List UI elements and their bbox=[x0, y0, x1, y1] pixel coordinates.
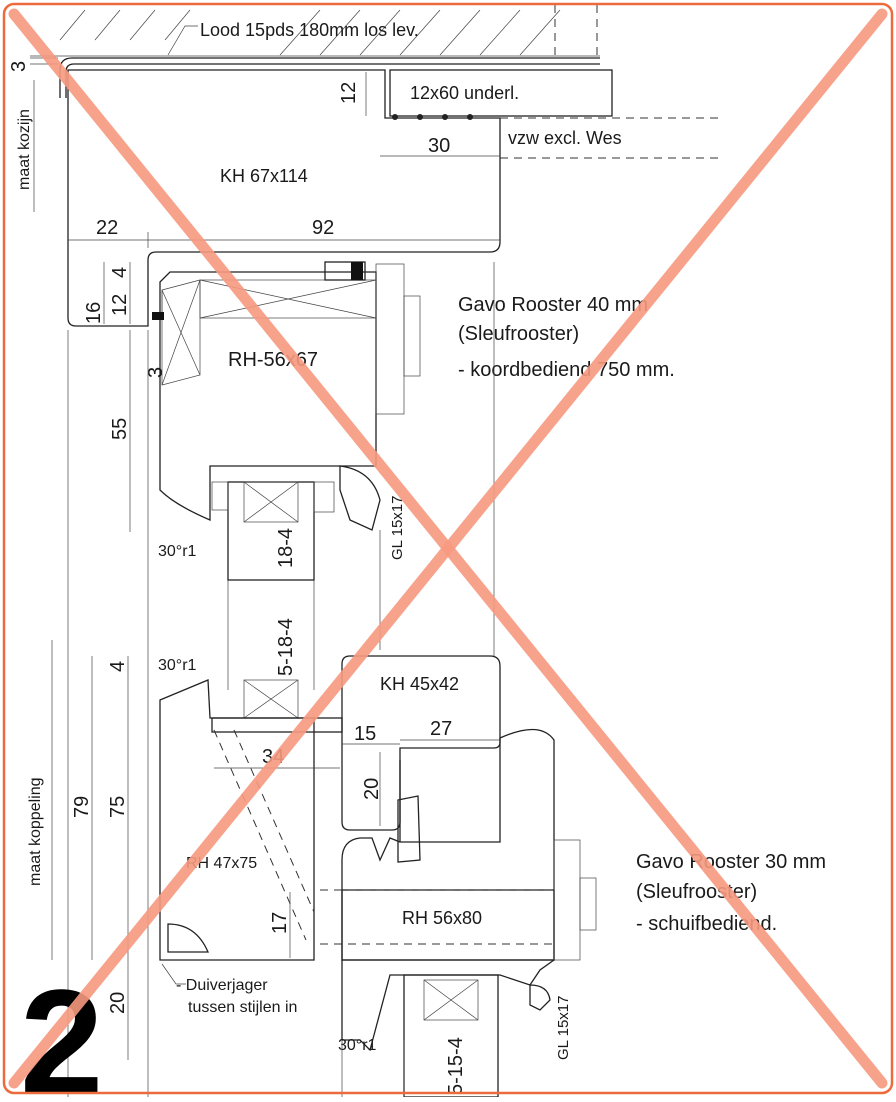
top-hatching bbox=[59, 5, 598, 56]
gavo40-line1: Gavo Rooster 40 mm bbox=[458, 294, 648, 316]
column-lines bbox=[67, 262, 495, 1097]
gl-bot-label: GL 15x17 bbox=[555, 996, 572, 1061]
glazing-bottom bbox=[403, 974, 551, 1098]
gavo40-line2: (Sleufrooster) bbox=[458, 323, 579, 345]
duiverjager-line2: tussen stijlen in bbox=[188, 999, 297, 1016]
dim-3-top: 3 bbox=[8, 61, 30, 72]
gavo-grille-40 bbox=[375, 263, 405, 415]
rh-left-label: RH 47x75 bbox=[186, 855, 257, 872]
underlay-label: 12x60 underl. bbox=[410, 83, 519, 103]
glass-top-label1: 18-4 bbox=[275, 528, 297, 568]
glazing-top bbox=[211, 465, 381, 581]
dim-12: 12 bbox=[338, 82, 360, 104]
maat-kozijn-label: maat kozijn bbox=[16, 109, 33, 190]
angle-top-label: 30°r1 bbox=[158, 543, 197, 560]
cross-out-mark bbox=[8, 8, 888, 1089]
vzw-label: vzw excl. Wes bbox=[508, 128, 622, 148]
underlay-12x60 bbox=[389, 69, 613, 117]
dim-20-mid: 20 bbox=[361, 778, 383, 800]
duiverjager-line1: - Duiverjager bbox=[176, 977, 268, 994]
dim-17: 17 bbox=[269, 912, 291, 934]
dim-55: 55 bbox=[109, 418, 131, 440]
dim-92: 92 bbox=[312, 217, 334, 239]
sash-rh56x80 bbox=[320, 728, 597, 1052]
angle-bot-label: 30°r1 bbox=[338, 1037, 377, 1054]
dim-4-mid: 4 bbox=[107, 661, 129, 672]
dim-75: 75 bbox=[107, 796, 129, 818]
dim-3-mid: 3 bbox=[145, 367, 167, 378]
maat-koppeling-label: maat koppeling bbox=[27, 777, 44, 886]
gavo30-line1: Gavo Rooster 30 mm bbox=[636, 851, 826, 873]
rh-mid-label: RH 56x80 bbox=[402, 908, 482, 928]
dim-22: 22 bbox=[96, 217, 118, 239]
gl-top-label: GL 15x17 bbox=[389, 496, 406, 561]
dim-12-4: 12 bbox=[109, 294, 131, 316]
dim-27: 27 bbox=[430, 718, 452, 740]
dim-20-bot: 20 bbox=[107, 992, 129, 1014]
dim-30: 30 bbox=[428, 135, 450, 157]
mullion-kh45x42 bbox=[341, 655, 501, 831]
frame-head-kh67x114 bbox=[67, 69, 501, 327]
dim-79: 79 bbox=[71, 796, 93, 818]
dim-15: 15 bbox=[354, 723, 376, 745]
kh-mid-label: KH 45x42 bbox=[380, 674, 459, 694]
glass-top-label2: 5-18-4 bbox=[275, 618, 297, 676]
angle-mid-label: 30°r1 bbox=[158, 657, 197, 674]
dim-4-top: 4 bbox=[109, 267, 131, 278]
sash-rh56x67 bbox=[152, 261, 377, 521]
gavo40-line3: - koordbediend 750 mm. bbox=[458, 359, 675, 381]
glass-bot-label: 5-15-4 bbox=[445, 1037, 467, 1095]
dim-16: 16 bbox=[83, 302, 105, 324]
lead-label: Lood 15pds 180mm los lev. bbox=[200, 20, 419, 40]
kh-top-label: KH 67x114 bbox=[220, 166, 308, 186]
